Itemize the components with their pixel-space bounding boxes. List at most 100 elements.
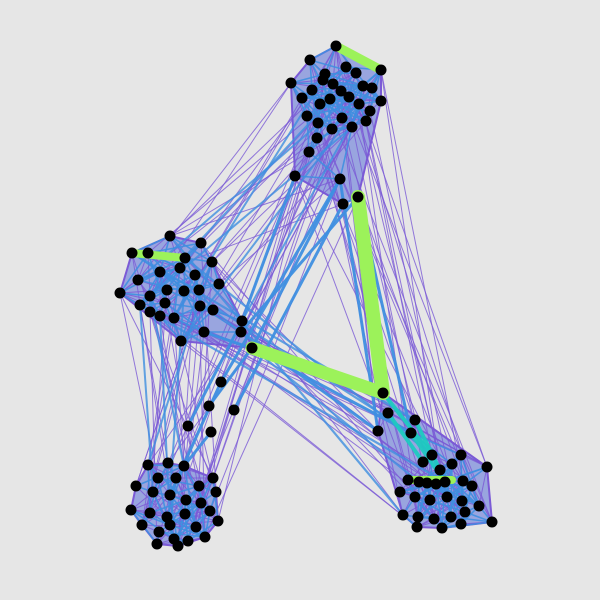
graph-node-left (193, 284, 205, 296)
graph-node-bottom-left (195, 497, 207, 509)
graph-node-bottom-right (424, 494, 436, 506)
intra-edge-weak (119, 292, 166, 304)
bundle-edge-top-bottom-right (358, 103, 419, 518)
graph-node-left (168, 312, 180, 324)
intra-edge-weak (478, 466, 488, 507)
bundle-edge-left-bottom-left (149, 311, 158, 545)
graph-node-bottom-right (455, 518, 467, 530)
graph-node-bottom-right (405, 427, 417, 439)
bundle-edge-top-left-medium (180, 87, 373, 342)
graph-node-top (364, 105, 376, 117)
graph-node-bridge (228, 404, 240, 416)
graph-node-bottom-right (456, 495, 468, 507)
graph-node-bottom-left (190, 521, 202, 533)
bundle-edge-top-bottom-right (357, 196, 464, 482)
graph-node-bottom-right (426, 449, 438, 461)
graph-node-bottom-right (412, 511, 424, 523)
bundle-edge-left-bottom-right (173, 317, 488, 468)
graph-node-bottom-right (394, 486, 406, 498)
graph-node-bottom-right (466, 480, 478, 492)
intra-edge-medium (198, 485, 206, 538)
intra-edge-medium (149, 274, 196, 297)
bundle-edge-top-bottom-left (195, 45, 337, 528)
graph-node-top (346, 121, 358, 133)
intra-edge-medium (311, 66, 347, 91)
intra-edge-medium (306, 103, 360, 117)
intra-edge-medium (290, 82, 319, 124)
edge-strongest (245, 341, 390, 400)
graph-node-bottom-right (409, 414, 421, 426)
graph-node-bottom-left (162, 457, 174, 469)
spine-edge-medium (186, 319, 244, 428)
bundle-edge-top-left-medium (241, 69, 382, 322)
spine-edge-medium (219, 177, 342, 384)
intra-edge-medium (158, 531, 206, 538)
graph-node-bottom-left (164, 489, 176, 501)
graph-node-bottom-left (125, 504, 137, 516)
intra-edge-medium (173, 502, 202, 540)
graph-node-bottom-left (130, 480, 142, 492)
bundle-edge-top-left (169, 151, 310, 237)
graph-node-bottom-right (377, 387, 389, 399)
graph-node-top (353, 98, 365, 110)
graph-node-bottom-right (428, 513, 440, 525)
graph-node-bottom-left (199, 531, 211, 543)
graph-node-top (375, 64, 387, 76)
bundle-edge-left-bottom-left (119, 292, 159, 479)
graph-node-bottom-left (204, 505, 216, 517)
graph-node-top (285, 77, 297, 89)
edge-strong (413, 418, 442, 472)
graph-node-top (360, 115, 372, 127)
graph-node-top (343, 91, 355, 103)
graph-node-left (189, 269, 201, 281)
graph-node-top (306, 84, 318, 96)
bundle-edge-top-bottom-left (149, 175, 296, 514)
graph-node-bottom-left (147, 486, 159, 498)
graph-node-top (340, 61, 352, 73)
bundle-edge-top-bottom-right (345, 66, 446, 483)
bundle-edge-top-left (218, 178, 341, 285)
graph-node-top (335, 85, 347, 97)
graph-node-bottom-left (144, 507, 156, 519)
bundle-edge-top-bottom-left (204, 196, 359, 538)
graph-node-bottom-right (409, 491, 421, 503)
graph-node-left (213, 278, 225, 290)
bundle-edge-left-bottom-right-medium (250, 346, 421, 484)
graph-node-left (161, 284, 173, 296)
graph-node-left (246, 342, 258, 354)
graph-node-top (317, 74, 329, 86)
graph-node-left (236, 315, 248, 327)
graph-node-top (357, 80, 369, 92)
graph-node-top (352, 191, 364, 203)
graph-node-left (179, 252, 191, 264)
bundle-edge-top-bottom-right (380, 69, 464, 482)
graph-node-bridge (215, 376, 227, 388)
intra-edge-medium (399, 491, 448, 498)
intra-edge-medium (157, 477, 168, 518)
graph-node-top (334, 173, 346, 185)
intra-edge-medium (290, 73, 326, 84)
bundle-edge-left-bottom-left (173, 317, 185, 467)
intra-edge-medium (435, 483, 443, 529)
graph-node-bottom-right (441, 491, 453, 503)
bundle-edge-top-bottom-right (317, 122, 480, 507)
intra-edge-medium (212, 309, 242, 333)
intra-edge-medium (301, 90, 342, 99)
graph-node-bottom-left (170, 472, 182, 484)
graph-node-bottom-right (430, 478, 442, 490)
graph-node-top (330, 40, 342, 52)
bundle-edge-top-bottom-right (355, 72, 433, 456)
graph-node-top (337, 198, 349, 210)
graph-node-bottom-right (473, 500, 485, 512)
bundle-edge-top-bottom-left (212, 128, 333, 479)
graph-node-left (235, 326, 247, 338)
bundle-edge-top-left (139, 96, 350, 306)
graph-node-bottom-left (164, 519, 176, 531)
graph-node-bottom-left (142, 459, 154, 471)
bundle-edge-top-bottom-right (340, 90, 488, 468)
bundle-edge-top-bottom-right (380, 69, 441, 471)
bundle-edge-top-bottom-right (345, 66, 488, 468)
intra-edge-medium (212, 477, 219, 522)
intra-edge-medium (130, 509, 175, 540)
intra-edge-weak (451, 463, 463, 502)
